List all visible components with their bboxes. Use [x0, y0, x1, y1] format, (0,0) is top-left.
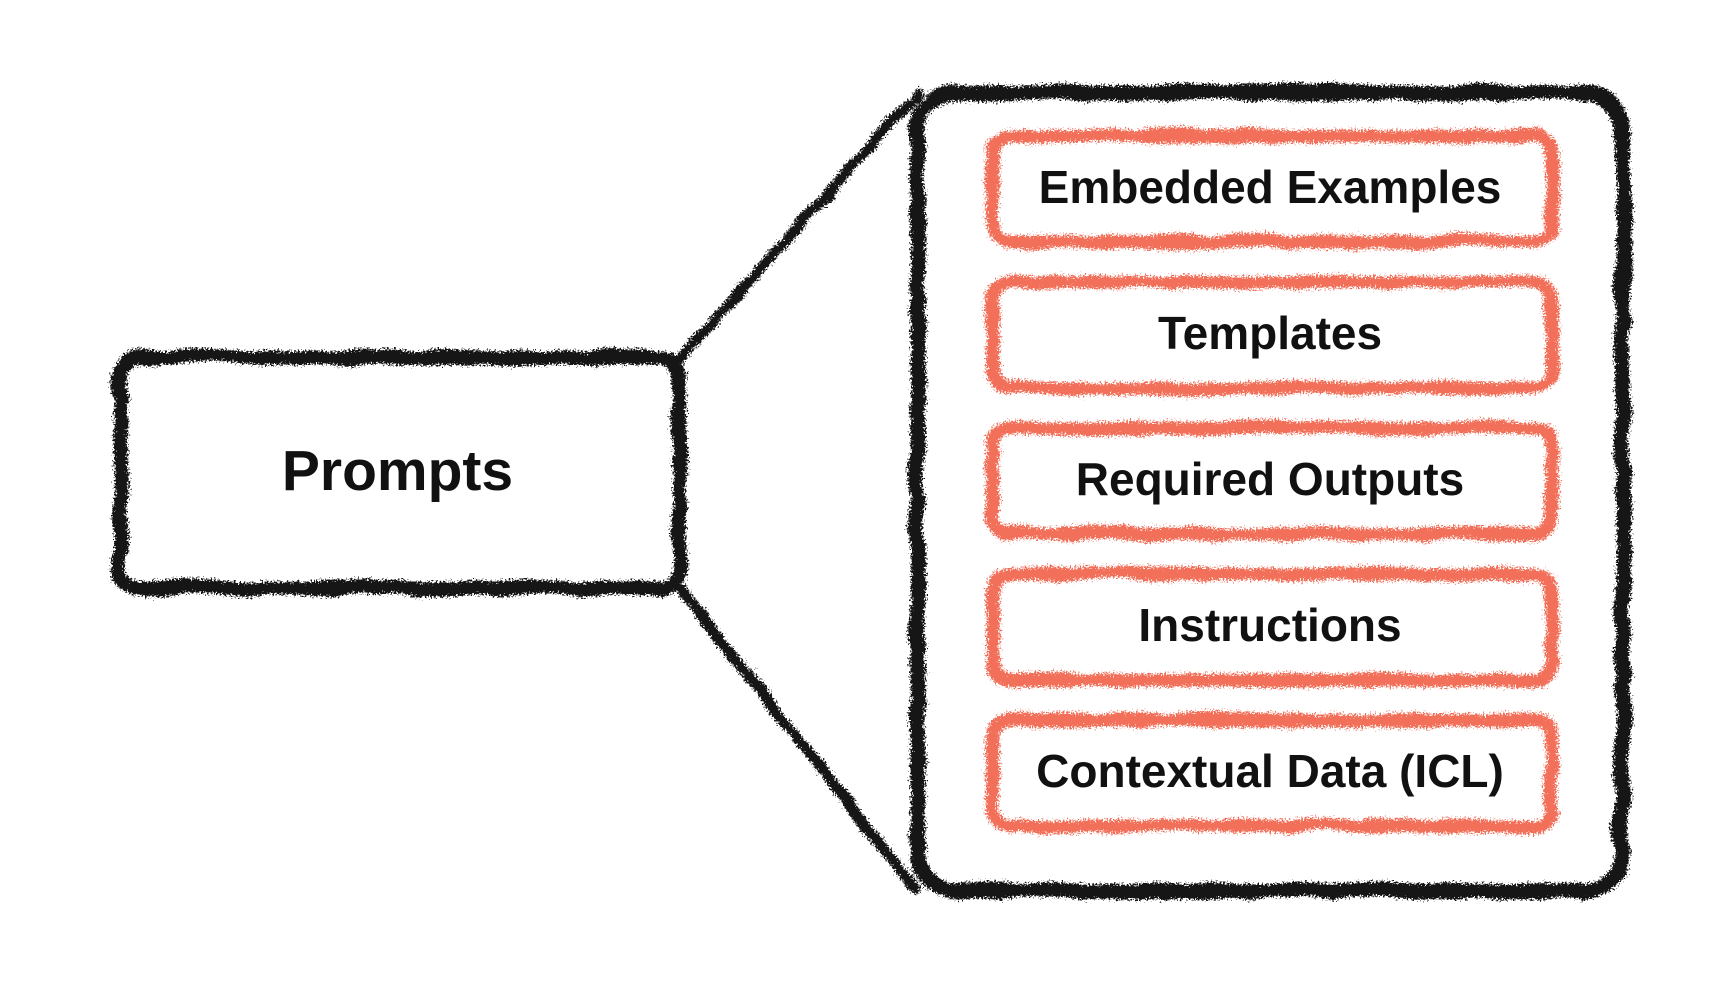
panel-item-label-templates: Templates	[1157, 307, 1383, 359]
panel-item-label-embedded-examples: Embedded Examples	[1038, 161, 1502, 213]
panel-item-label-required-outputs: Required Outputs	[1075, 453, 1465, 505]
panel-item-border-templates	[983, 273, 1557, 393]
ink-shgroup	[111, 82, 1629, 896]
panel-item-border-embedded-examples	[983, 127, 1557, 247]
connector-top-line	[672, 87, 921, 361]
connector-bottom-line	[672, 581, 918, 891]
panel-item-border-contextual-data	[983, 711, 1557, 831]
panel-items-group	[983, 127, 1557, 831]
panel-item-label-instructions: Instructions	[1138, 599, 1402, 651]
panel-item-border-instructions	[983, 565, 1557, 685]
panel-item-border-required-outputs	[983, 419, 1557, 539]
panel-item-label-contextual-data: Contextual Data (ICL)	[1036, 745, 1504, 797]
prompts-node-label: Prompts	[281, 439, 514, 503]
prompts-node-border	[111, 348, 684, 593]
panel-border	[907, 82, 1629, 896]
